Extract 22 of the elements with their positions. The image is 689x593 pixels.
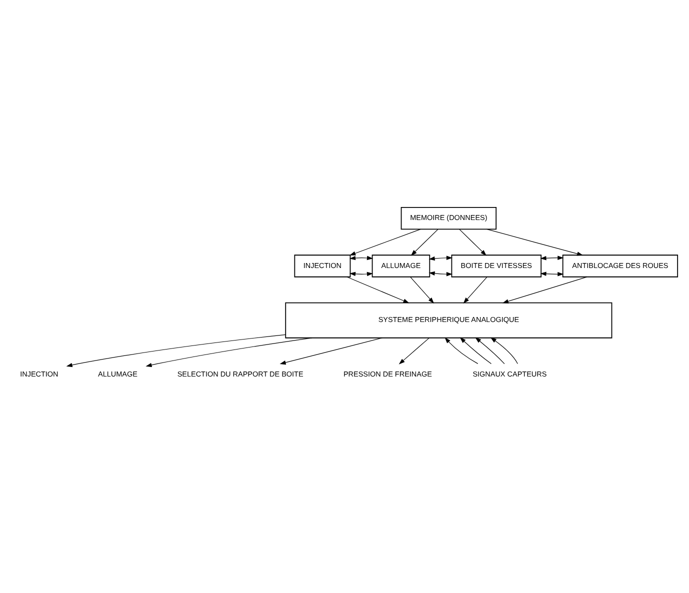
arrow	[540, 272, 564, 276]
arrow	[410, 228, 438, 256]
arrow	[428, 271, 452, 276]
arrow	[540, 256, 564, 260]
arrow	[444, 337, 478, 364]
arrow	[475, 337, 505, 364]
arrow	[502, 276, 588, 304]
arrow	[280, 338, 382, 365]
arrow	[350, 228, 421, 256]
arrow	[463, 276, 488, 304]
arrow	[486, 228, 584, 256]
arrow	[66, 334, 286, 368]
arrow	[349, 272, 374, 276]
arrow	[346, 276, 410, 304]
arrow	[428, 256, 452, 261]
arrow	[490, 337, 518, 364]
arrow	[458, 228, 486, 256]
arrow	[349, 256, 374, 260]
arrow	[410, 276, 434, 304]
arrow	[398, 338, 430, 364]
arrow	[460, 337, 492, 364]
arrow	[146, 338, 312, 368]
